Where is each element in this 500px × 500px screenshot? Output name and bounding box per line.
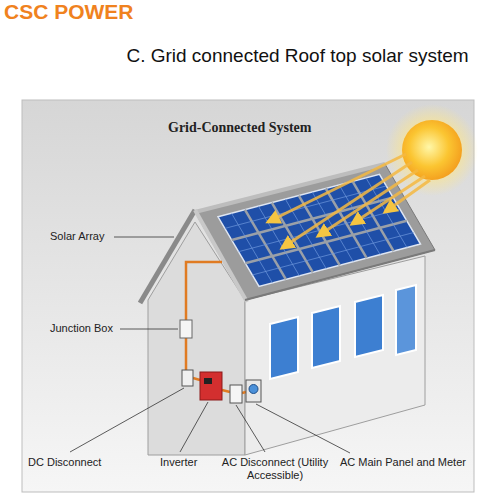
slide-title: C. Grid connected Roof top solar system [100,44,495,67]
window [312,306,340,368]
part-label: Inverter [160,456,197,469]
dc-disconnect [182,370,193,386]
sun [402,120,462,180]
panel-cells [225,178,414,283]
solar-array [218,174,421,286]
diagram-heading: Grid-Connected System [168,119,312,136]
part-label: Junction Box [50,322,113,335]
inverter-display [204,378,212,384]
meter-dial [249,385,258,394]
part-label: DC Disconnect [28,456,101,469]
window [355,295,383,357]
window [396,285,416,355]
part-label: AC Disconnect (Utility Accessible) [220,456,330,482]
illustration-panel [22,100,474,492]
leader-lines [70,237,350,453]
main-panel-meter [246,380,261,402]
part-label: Solar Array [50,230,104,243]
inverter [200,372,222,400]
junction-box [180,320,192,338]
window [270,317,298,379]
ac-disconnect [230,385,242,403]
part-label: AC Main Panel and Meter [340,456,466,469]
logo-text: CSC POWER [4,0,134,24]
sun-rays [268,154,430,248]
roof [195,164,435,300]
